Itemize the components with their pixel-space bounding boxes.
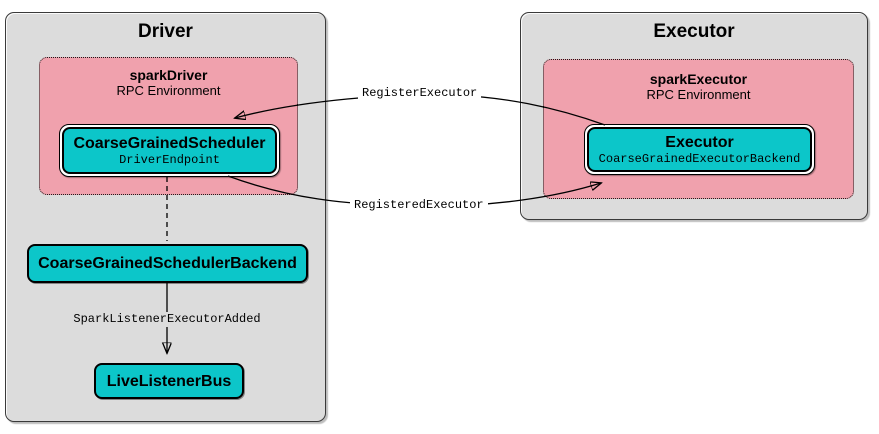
spark-driver-rpc-environment: sparkDriver RPC Environment CoarseGraine… [39,57,298,195]
coarse-grained-scheduler-title: CoarseGrainedScheduler [73,134,266,152]
coarse-grained-executor-backend-subtitle: CoarseGrainedExecutorBackend [598,151,801,166]
registered-executor-label: RegisteredExecutor [350,198,488,213]
coarse-grained-scheduler-box: CoarseGrainedScheduler DriverEndpoint [62,127,277,174]
spark-executor-rpc-name: sparkExecutor [649,71,748,87]
driver-title: Driver [138,21,193,42]
coarse-grained-scheduler-node: CoarseGrainedScheduler DriverEndpoint [59,124,280,177]
executor-endpoint-title: Executor [665,133,734,151]
driver-endpoint-subtitle: DriverEndpoint [119,152,220,167]
live-listener-bus-title: LiveListenerBus [106,372,232,390]
spark-executor-rpc-environment: sparkExecutor RPC Environment Executor C… [543,59,854,199]
executor-title: Executor [653,21,735,42]
spark-executor-rpc-subtitle: RPC Environment [646,87,751,102]
live-listener-bus-node: LiveListenerBus [94,363,244,399]
executor-endpoint-node: Executor CoarseGrainedExecutorBackend [584,124,815,175]
executor-endpoint-box: Executor CoarseGrainedExecutorBackend [587,127,812,172]
register-executor-label: RegisterExecutor [358,86,482,101]
spark-driver-rpc-subtitle: RPC Environment [116,83,221,98]
executor-container: Executor sparkExecutor RPC Environment E… [520,12,868,220]
spark-driver-rpc-name: sparkDriver [129,67,208,83]
spark-listener-executor-added-label: SparkListenerExecutorAdded [70,312,264,327]
coarse-grained-scheduler-backend-node: CoarseGrainedSchedulerBackend [27,244,308,283]
coarse-grained-scheduler-backend-title: CoarseGrainedSchedulerBackend [38,255,297,272]
driver-container: Driver sparkDriver RPC Environment Coars… [5,12,326,422]
